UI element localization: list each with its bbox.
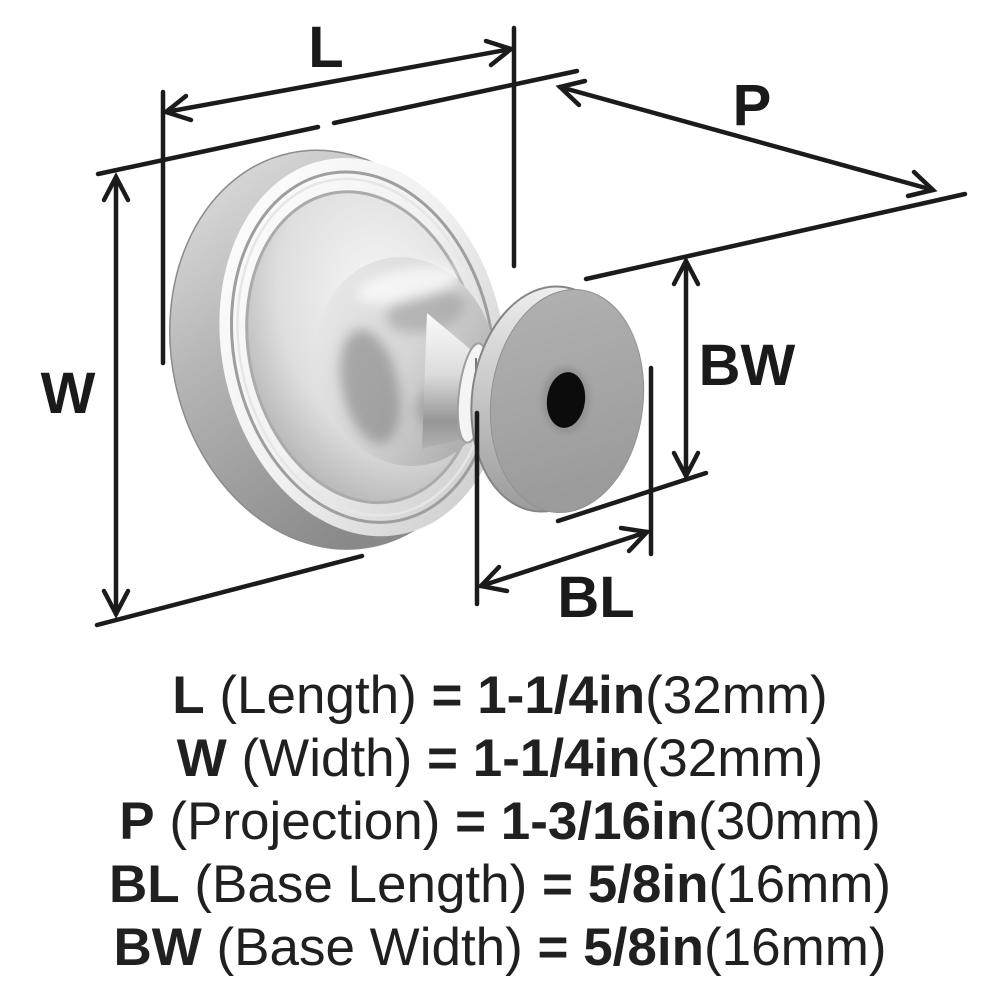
spec-metric: (32mm) bbox=[645, 666, 828, 725]
label-width: W bbox=[41, 361, 96, 426]
extension-line-top bbox=[95, 68, 580, 177]
spec-symbol: W bbox=[176, 729, 227, 788]
dimension-line-W bbox=[101, 172, 131, 619]
arrowhead bbox=[618, 525, 652, 554]
spec-name: (Base Length) bbox=[179, 855, 543, 914]
spec-symbol: P bbox=[119, 792, 155, 851]
arrowhead bbox=[476, 564, 510, 594]
spec-row-length: L (Length) = 1-1/4in(32mm) bbox=[0, 664, 1000, 727]
knob-ring-outer bbox=[229, 170, 496, 524]
extension-line-bottom bbox=[94, 553, 365, 628]
extension-line-base-top bbox=[583, 191, 968, 282]
arrowhead bbox=[101, 172, 131, 203]
label-projection: P bbox=[733, 73, 772, 138]
spec-name: (Base Width) bbox=[201, 918, 538, 977]
spec-symbol: BL bbox=[108, 855, 180, 914]
spec-value: = 5/8in bbox=[542, 855, 709, 914]
spec-value: = 1-1/4in bbox=[427, 729, 641, 788]
reflection-highlight bbox=[356, 265, 459, 304]
arrowhead bbox=[161, 93, 194, 123]
screw-hole bbox=[546, 372, 586, 428]
spec-symbol: L bbox=[172, 666, 205, 725]
spec-metric: (32mm) bbox=[640, 729, 824, 788]
spec-value: = 1-1/4in bbox=[431, 666, 646, 725]
arrowhead bbox=[905, 169, 938, 199]
spec-symbol: BW bbox=[113, 918, 202, 977]
dimension-spec-list: L (Length) = 1-1/4in(32mm) W (Width) = 1… bbox=[0, 664, 1000, 979]
dimension-line-L bbox=[161, 38, 516, 123]
spec-name: (Length) bbox=[204, 666, 432, 725]
extension-line-base-bottom bbox=[555, 470, 709, 524]
arrowhead bbox=[555, 78, 588, 108]
spec-metric: (16mm) bbox=[708, 855, 892, 914]
dimension-line-BL bbox=[476, 525, 652, 594]
spec-row-base-length: BL (Base Length) = 5/8in(16mm) bbox=[0, 853, 1000, 916]
arrowhead bbox=[671, 256, 701, 287]
arrowhead bbox=[483, 38, 516, 68]
arrowhead bbox=[101, 588, 131, 619]
spec-metric: (16mm) bbox=[703, 918, 887, 977]
reflection-smudge bbox=[340, 329, 401, 444]
spec-row-base-width: BW (Base Width) = 5/8in(16mm) bbox=[0, 916, 1000, 979]
spec-value: = 5/8in bbox=[537, 918, 704, 977]
arrowhead bbox=[671, 450, 701, 481]
dimension-linework bbox=[94, 25, 968, 628]
spec-name: (Projection) bbox=[154, 792, 456, 851]
label-base-length: BL bbox=[557, 565, 634, 630]
spec-row-width: W (Width) = 1-1/4in(32mm) bbox=[0, 727, 1000, 790]
spec-value: = 1-3/16in bbox=[455, 792, 699, 851]
label-base-width: BW bbox=[699, 333, 796, 398]
label-length: L bbox=[308, 15, 343, 80]
dimension-line-P bbox=[555, 78, 938, 199]
spec-row-projection: P (Projection) = 1-3/16in(30mm) bbox=[0, 790, 1000, 853]
dimension-line-BW bbox=[671, 256, 701, 481]
knob-illustration bbox=[169, 149, 645, 550]
spec-metric: (30mm) bbox=[698, 792, 881, 851]
spec-name: (Width) bbox=[226, 729, 428, 788]
